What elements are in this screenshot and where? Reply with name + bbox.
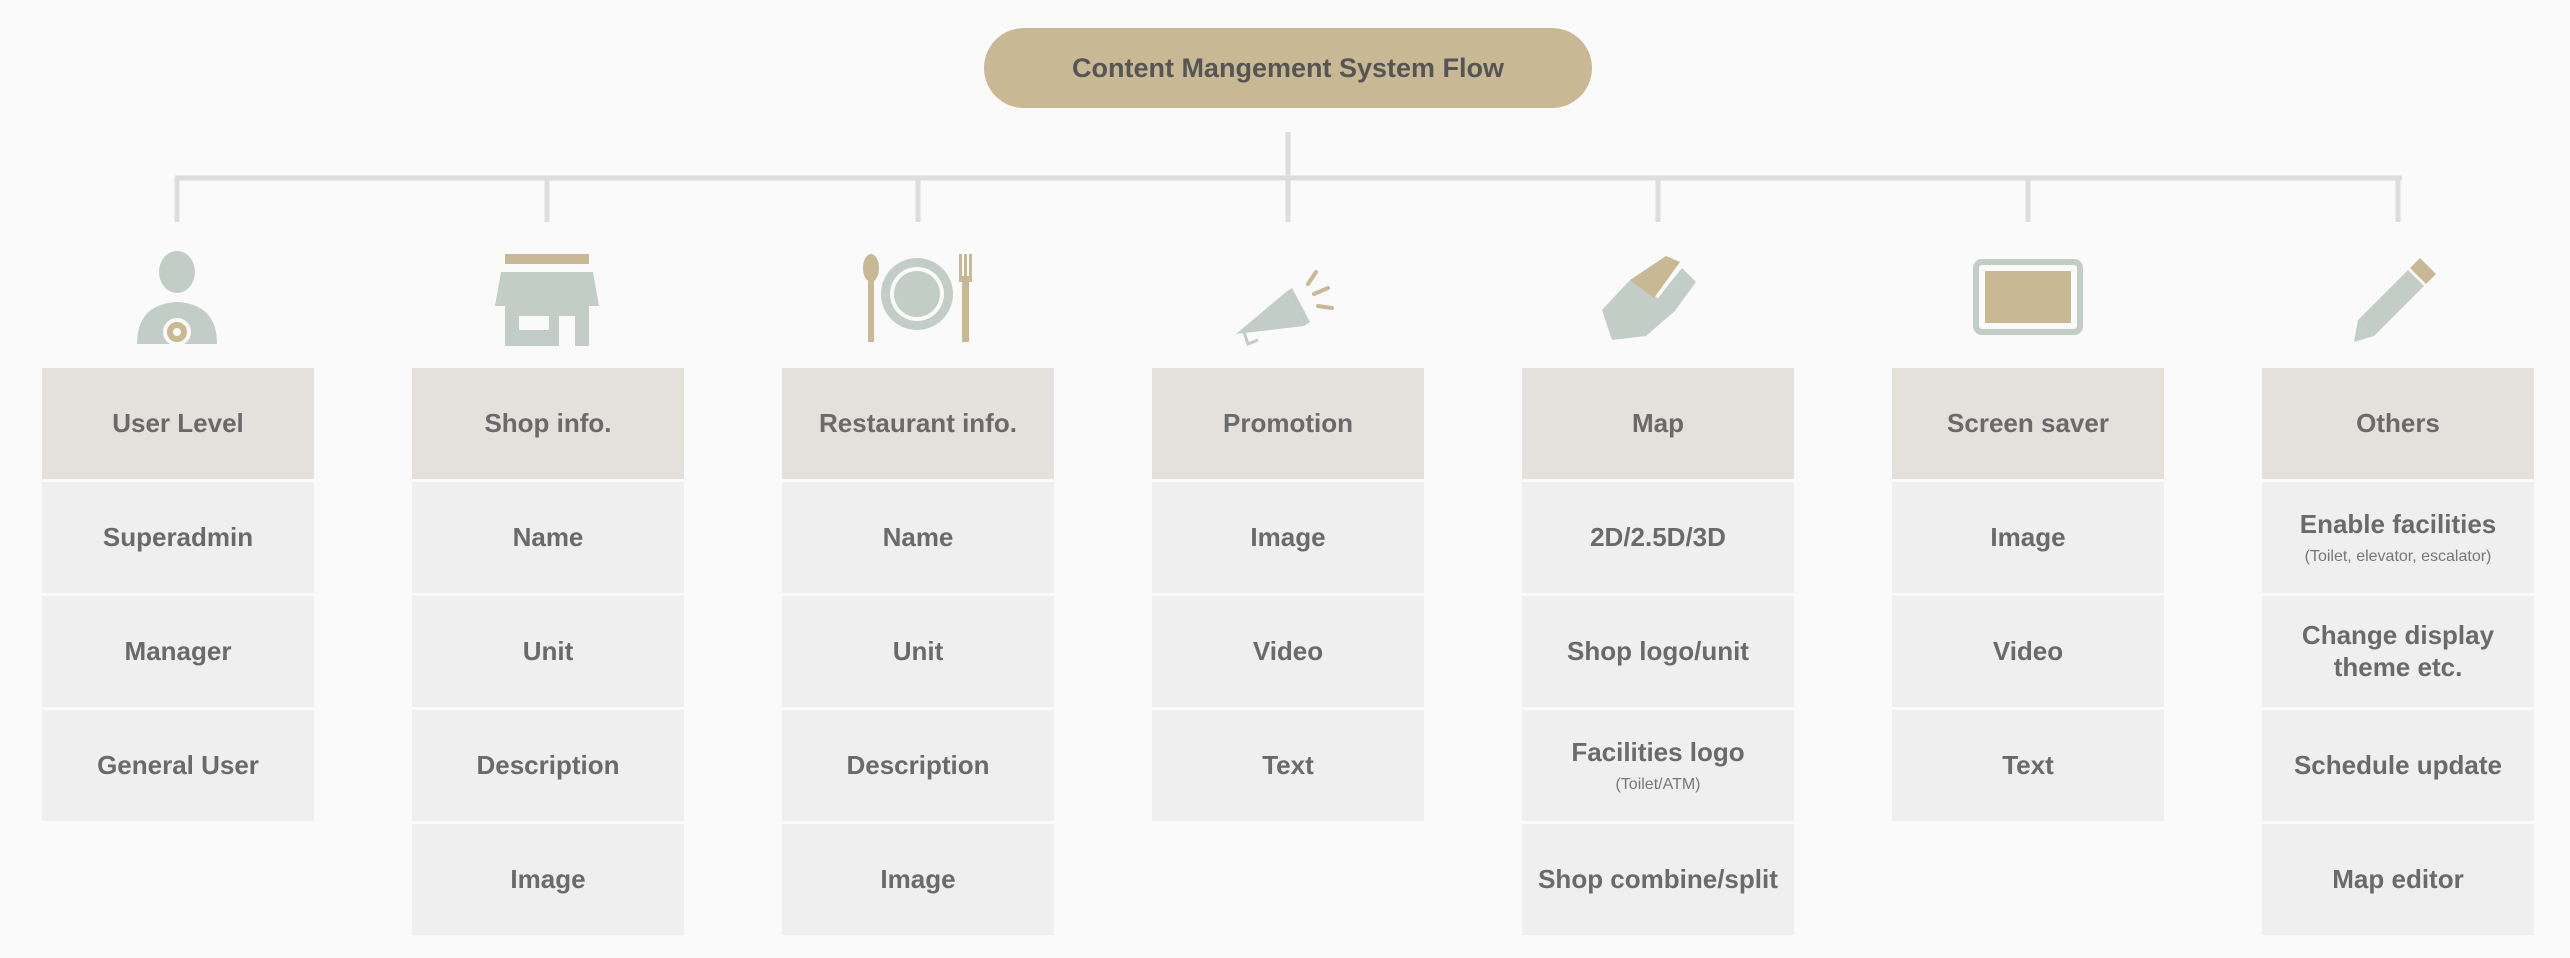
item-sublabel: (Toilet/ATM): [1615, 775, 1701, 793]
item-label: Unit: [892, 635, 944, 666]
header-label: Others: [2356, 407, 2440, 438]
item-label: Shop combine/split: [1538, 863, 1778, 894]
list-item: Shop combine/split: [1522, 824, 1794, 935]
list-item: Enable facilities (Toilet, elevator, esc…: [2262, 482, 2534, 593]
megaphone-icon: [1236, 270, 1334, 346]
shop-icon: [495, 254, 599, 346]
item-label: Image: [1990, 521, 2066, 552]
header-label: User Level: [112, 407, 244, 438]
list-item: 2D/2.5D/3D: [1522, 482, 1794, 593]
list-item: Superadmin: [42, 482, 314, 593]
item-label: Video: [1252, 635, 1324, 666]
user-gear-icon: [137, 251, 217, 346]
column-header: Map: [1522, 368, 1794, 479]
column-header: Others: [2262, 368, 2534, 479]
column-user-level: User Level Superadmin Manager General Us…: [42, 368, 314, 824]
item-label: Enable facilities: [2299, 509, 2497, 540]
list-item: Video: [1152, 596, 1424, 707]
item-label: 2D/2.5D/3D: [1590, 521, 1726, 552]
item-label: Map editor: [2332, 863, 2464, 894]
list-item: Text: [1892, 710, 2164, 821]
pencil-icon: [2354, 258, 2436, 342]
item-label: Text: [1262, 749, 1314, 780]
column-others: Others Enable facilities (Toilet, elevat…: [2262, 368, 2534, 938]
list-item: Map editor: [2262, 824, 2534, 935]
item-label: Image: [510, 863, 586, 894]
column-restaurant-info: Restaurant info. Name Unit Description I…: [782, 368, 1054, 938]
list-item: Facilities logo (Toilet/ATM): [1522, 710, 1794, 821]
column-shop-info: Shop info. Name Unit Description Image: [412, 368, 684, 938]
column-header: Screen saver: [1892, 368, 2164, 479]
header-label: Screen saver: [1947, 407, 2109, 438]
item-label: Text: [2002, 749, 2054, 780]
item-label: Description: [846, 749, 990, 780]
header-label: Shop info.: [484, 407, 612, 438]
map-icon: [1602, 256, 1696, 340]
item-label: Image: [880, 863, 956, 894]
item-label: Video: [1992, 635, 2064, 666]
list-item: Shop logo/unit: [1522, 596, 1794, 707]
list-item: Image: [1152, 482, 1424, 593]
list-item: Description: [782, 710, 1054, 821]
header-label: Map: [1632, 407, 1684, 438]
item-sublabel: (Toilet, elevator, escalator): [2304, 547, 2492, 565]
list-item: Text: [1152, 710, 1424, 821]
column-promotion: Promotion Image Video Text: [1152, 368, 1424, 824]
column-header: Promotion: [1152, 368, 1424, 479]
column-header: Shop info.: [412, 368, 684, 479]
column-header: User Level: [42, 368, 314, 479]
column-header: Restaurant info.: [782, 368, 1054, 479]
list-item: Image: [412, 824, 684, 935]
header-label: Restaurant info.: [819, 407, 1017, 438]
list-item: Video: [1892, 596, 2164, 707]
item-label: Superadmin: [102, 521, 254, 552]
item-label: Name: [512, 521, 584, 552]
item-label: Unit: [522, 635, 574, 666]
list-item: Image: [1892, 482, 2164, 593]
screen-icon: [1973, 259, 2083, 335]
item-label: Schedule update: [2293, 749, 2503, 780]
column-screen-saver: Screen saver Image Video Text: [1892, 368, 2164, 824]
header-label: Promotion: [1223, 407, 1353, 438]
list-item: Image: [782, 824, 1054, 935]
list-item: Name: [412, 482, 684, 593]
list-item: Change display theme etc.: [2262, 596, 2534, 707]
list-item: Unit: [412, 596, 684, 707]
item-label: Manager: [124, 635, 232, 666]
list-item: General User: [42, 710, 314, 821]
list-item: Description: [412, 710, 684, 821]
root-title: Content Mangement System Flow: [1071, 52, 1505, 83]
list-item: Manager: [42, 596, 314, 707]
item-label: General User: [97, 749, 259, 780]
item-label: Image: [1250, 521, 1326, 552]
item-label: Description: [476, 749, 620, 780]
list-item: Name: [782, 482, 1054, 593]
item-label: Name: [882, 521, 954, 552]
item-label: Change display theme etc.: [2301, 620, 2495, 682]
column-map: Map 2D/2.5D/3D Shop logo/unit Facilities…: [1522, 368, 1794, 938]
list-item: Unit: [782, 596, 1054, 707]
root-node: Content Mangement System Flow: [984, 28, 1592, 108]
dining-icon: [863, 254, 972, 342]
item-label: Facilities logo: [1571, 737, 1745, 768]
item-label: Shop logo/unit: [1567, 635, 1749, 666]
list-item: Schedule update: [2262, 710, 2534, 821]
